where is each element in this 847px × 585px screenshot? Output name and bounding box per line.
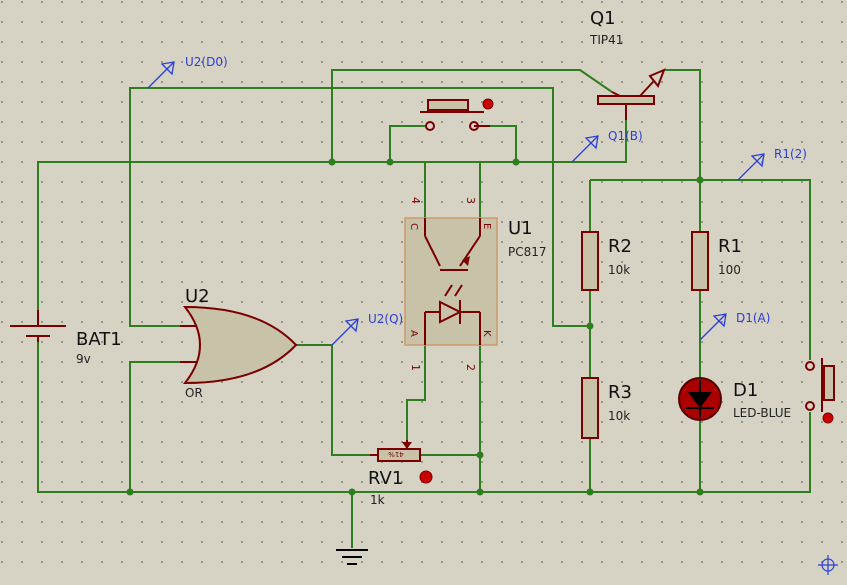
u1-pin-e: E: [481, 223, 492, 229]
rv1-value: 1k: [370, 493, 385, 507]
wire-button-left[interactable]: [389, 125, 425, 162]
r1-value: 100: [718, 263, 741, 277]
u1-pin-c: C: [408, 223, 419, 230]
u2-value: OR: [185, 386, 203, 400]
u1-pin1: 1: [409, 364, 422, 371]
u1-ref: U1: [508, 218, 533, 239]
button-red-dot[interactable]: [822, 412, 834, 424]
r3-value: 10k: [608, 409, 630, 423]
rv1-ref: RV1: [368, 468, 403, 489]
battery-icon[interactable]: [10, 310, 66, 342]
d1-ref: D1: [733, 380, 758, 401]
r3-ref: R3: [608, 382, 632, 403]
u1-pin3: 3: [464, 197, 477, 204]
u1-pin-a: A: [408, 330, 419, 337]
wire-opto-e[interactable]: [479, 104, 627, 218]
wire-opto-c[interactable]: [390, 161, 426, 218]
wire-emitter[interactable]: [664, 69, 701, 180]
junctions: [126, 158, 704, 496]
bat1-value: 9v: [76, 352, 91, 366]
junction: [512, 158, 520, 166]
junction: [586, 322, 594, 330]
wire-collector[interactable]: [331, 69, 613, 162]
junction: [696, 176, 704, 184]
probe-label-u2-q: U2(Q): [368, 312, 403, 326]
wire-battery-plus[interactable]: [37, 161, 516, 310]
d1-value: LED-BLUE: [733, 406, 791, 420]
bat1-ref: BAT1: [76, 329, 122, 350]
ground-icon: [336, 549, 368, 565]
junction: [348, 488, 356, 496]
junction: [386, 158, 394, 166]
q1-ref: Q1: [590, 8, 616, 29]
or-gate-icon[interactable]: [180, 305, 298, 385]
probe-d1-a[interactable]: [699, 313, 727, 341]
r1-ref: R1: [718, 236, 742, 257]
wire-u2-d0[interactable]: [129, 87, 590, 327]
u1-pin4: 4: [409, 197, 422, 204]
pushbutton-icon[interactable]: [805, 358, 835, 424]
potentiometer-icon[interactable]: [370, 440, 421, 462]
resistor-icon[interactable]: [581, 231, 599, 291]
wire-opto-a[interactable]: [406, 345, 426, 440]
wire-ground-rail[interactable]: [37, 342, 811, 493]
probe-u2-d0[interactable]: [147, 61, 175, 89]
r2-ref: R2: [608, 236, 632, 257]
u1-value: PC817: [508, 245, 547, 259]
resistor-icon[interactable]: [691, 231, 709, 291]
wire-r-rail[interactable]: [590, 179, 811, 360]
pushbutton-icon[interactable]: [420, 98, 494, 131]
wire-button-right[interactable]: [490, 125, 517, 162]
u2-ref: U2: [185, 286, 210, 307]
probe-u2-q[interactable]: [331, 318, 359, 346]
probe-label-u2-d0: U2(D0): [185, 55, 228, 69]
probe-r1-2[interactable]: [737, 153, 765, 181]
junction: [476, 451, 484, 459]
probe-label-r1-2: R1(2): [774, 147, 807, 161]
optocoupler-icon[interactable]: [404, 217, 498, 346]
probe-q1-b[interactable]: [571, 135, 599, 163]
probe-label-d1-a: D1(A): [736, 311, 770, 325]
r2-value: 10k: [608, 263, 630, 277]
or-gate-body: [182, 305, 298, 385]
u1-pin-k: K: [481, 330, 492, 337]
resistor-icon[interactable]: [581, 377, 599, 439]
origin-crosshair-icon: [818, 555, 838, 575]
u1-pin2: 2: [464, 364, 477, 371]
led-icon[interactable]: [678, 377, 722, 421]
junction: [476, 488, 484, 496]
rv1-percent: 41%: [388, 450, 404, 458]
button-red-dot[interactable]: [482, 98, 494, 110]
junction: [696, 488, 704, 496]
junction: [586, 488, 594, 496]
pot-red-dot[interactable]: [419, 470, 433, 484]
transistor-icon[interactable]: [597, 68, 666, 120]
junction: [328, 158, 336, 166]
junction: [126, 488, 134, 496]
wire-u2-q[interactable]: [296, 344, 378, 456]
q1-value: TIP41: [589, 33, 623, 47]
probe-label-q1-b: Q1(B): [608, 129, 643, 143]
